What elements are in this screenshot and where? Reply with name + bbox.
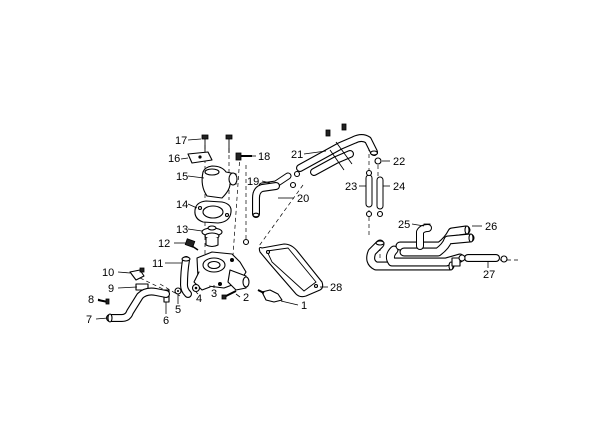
part-4-clamp bbox=[191, 283, 201, 293]
callout-14: 14 bbox=[176, 199, 188, 211]
part-17-bolts bbox=[201, 134, 233, 153]
callout-8: 8 bbox=[88, 294, 94, 306]
part-15-thermostat-cover bbox=[201, 165, 238, 199]
callout-5: 5 bbox=[175, 304, 181, 316]
callout-20: 20 bbox=[297, 193, 309, 205]
part-21-pipe bbox=[296, 123, 379, 176]
callout-4: 4 bbox=[196, 293, 202, 305]
part-8-bolt bbox=[97, 298, 110, 305]
part-3-housing bbox=[193, 251, 250, 291]
callout-13: 13 bbox=[176, 224, 188, 236]
callout-10: 10 bbox=[102, 267, 114, 279]
callout-26: 26 bbox=[485, 221, 497, 233]
small-clamps bbox=[242, 170, 301, 246]
part-2-bolt bbox=[221, 290, 237, 300]
callout-12: 12 bbox=[158, 238, 170, 250]
part-1-fitting bbox=[257, 289, 283, 303]
callout-22: 22 bbox=[393, 156, 405, 168]
part-27-hose bbox=[458, 254, 508, 263]
callout-17: 17 bbox=[175, 135, 187, 147]
callout-11: 11 bbox=[152, 258, 163, 270]
callout-21: 21 bbox=[291, 149, 303, 161]
part-23-hose bbox=[365, 169, 373, 218]
callout-6: 6 bbox=[163, 315, 169, 327]
part-22-clamp bbox=[374, 157, 382, 165]
part-7-hose bbox=[106, 287, 170, 323]
part-28-cover-plate bbox=[258, 243, 324, 298]
callout-27: 27 bbox=[483, 269, 495, 281]
part-18-bolt bbox=[235, 152, 252, 161]
leader-lines bbox=[95, 138, 489, 320]
part-14-gasket bbox=[194, 200, 232, 224]
part-13-thermostat bbox=[201, 225, 223, 248]
callout-18: 18 bbox=[258, 151, 270, 163]
callout-19: 19 bbox=[247, 176, 259, 188]
callout-15: 15 bbox=[176, 171, 188, 183]
part-5-clamp bbox=[174, 287, 182, 295]
callout-labels: 1 2 3 4 5 6 7 8 9 10 11 12 13 14 15 16 1… bbox=[86, 135, 497, 327]
callout-23: 23 bbox=[345, 181, 357, 193]
callout-2: 2 bbox=[243, 292, 249, 304]
callout-1: 1 bbox=[301, 300, 307, 312]
part-10-sensor bbox=[129, 267, 145, 281]
part-26-pipes bbox=[366, 224, 475, 271]
part-20-hose bbox=[252, 182, 280, 218]
part-12-fitting bbox=[184, 238, 199, 251]
callout-16: 16 bbox=[168, 153, 180, 165]
callout-25: 25 bbox=[398, 219, 410, 231]
part-24-hose bbox=[376, 176, 384, 218]
part-16-clip bbox=[187, 151, 213, 164]
callout-28: 28 bbox=[330, 282, 342, 294]
callout-9: 9 bbox=[108, 283, 114, 295]
callout-3: 3 bbox=[211, 288, 217, 300]
callout-7: 7 bbox=[86, 314, 92, 326]
part-11-hose bbox=[180, 256, 192, 298]
callout-24: 24 bbox=[393, 181, 405, 193]
